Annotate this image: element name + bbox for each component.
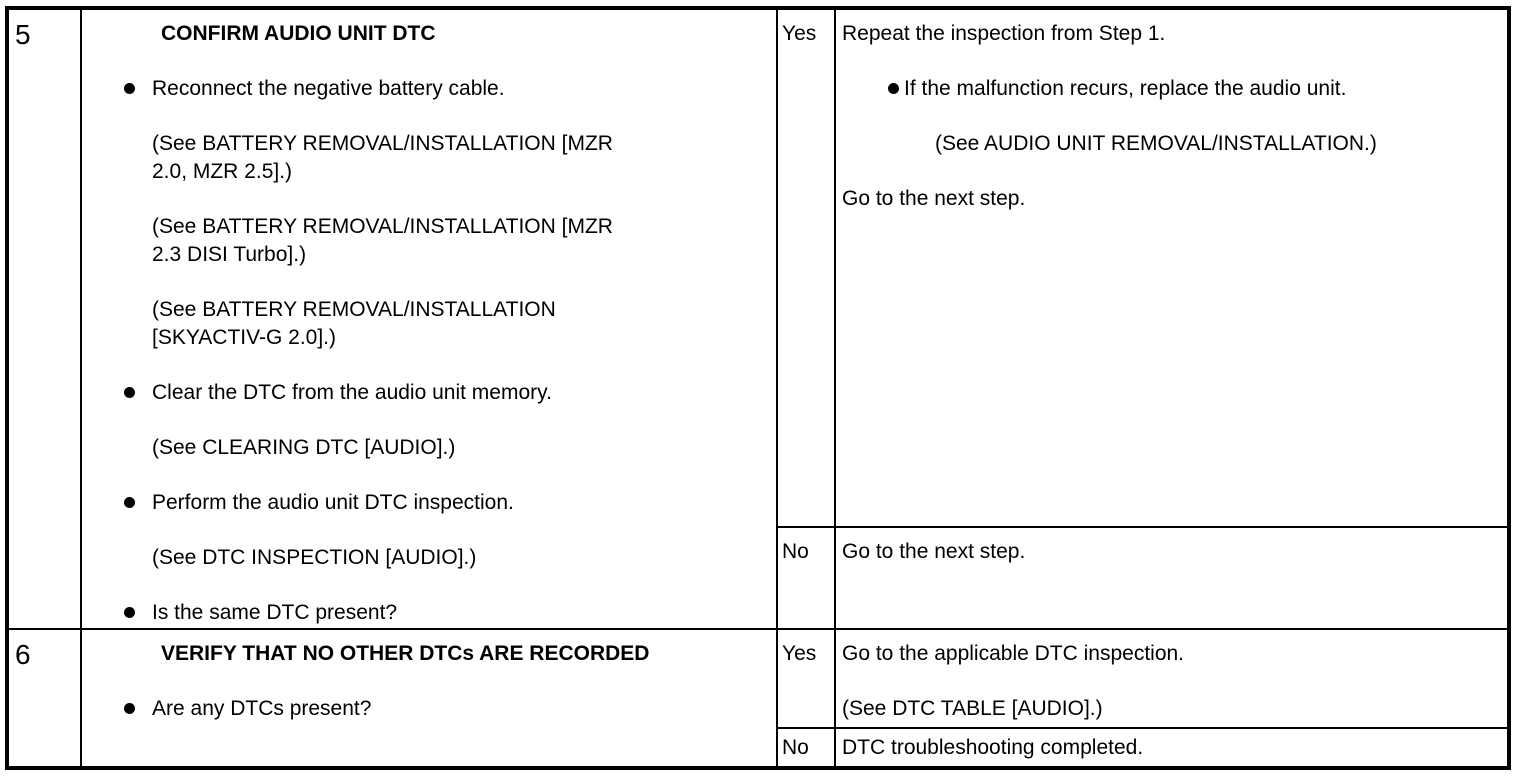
inspection-cell: CONFIRM AUDIO UNIT DTC Reconnect the neg… — [82, 10, 778, 628]
inspection-text: Clear the DTC from the audio unit memory… — [152, 381, 552, 404]
dtc-troubleshooting-table: 5 CONFIRM AUDIO UNIT DTC Reconnect the n… — [5, 6, 1511, 770]
inspection-bullet-item: Are any DTCs present? — [82, 695, 776, 723]
see-ref-line: [SKYACTIV-G 2.0].) — [152, 326, 336, 349]
see-ref-line: (See AUDIO UNIT REMOVAL/INSTALLATION.) — [935, 132, 1377, 155]
step-number: 5 — [9, 10, 82, 628]
step-number: 6 — [9, 630, 82, 766]
inspection-text: Reconnect the negative battery cable. — [152, 77, 505, 100]
inspection-cell: VERIFY THAT NO OTHER DTCs ARE RECORDED A… — [82, 630, 778, 766]
see-ref-line: (See BATTERY REMOVAL/INSTALLATION [MZR — [152, 215, 613, 238]
bullet-icon — [124, 703, 135, 714]
table-row-step-6: 6 VERIFY THAT NO OTHER DTCs ARE RECORDED… — [9, 628, 1507, 766]
action-line: Go to the next step. — [842, 187, 1026, 210]
see-ref-line: (See BATTERY REMOVAL/INSTALLATION [MZR — [152, 132, 613, 155]
bullet-icon — [124, 497, 135, 508]
inspection-heading: VERIFY THAT NO OTHER DTCs ARE RECORDED — [161, 642, 650, 665]
inspection-see-ref: (See BATTERY REMOVAL/INSTALLATION [SKYAC… — [82, 296, 776, 352]
inspection-see-ref: (See CLEARING DTC [AUDIO].) — [82, 434, 776, 462]
inspection-bullet-item: Perform the audio unit DTC inspection. — [82, 489, 776, 517]
bullet-icon — [124, 387, 135, 398]
action-line: Go to the applicable DTC inspection. — [842, 642, 1185, 665]
action-line: If the malfunction recurs, replace the a… — [904, 77, 1347, 100]
inspection-bullet-item: Reconnect the negative battery cable. — [82, 75, 776, 103]
inspection-text: Are any DTCs present? — [152, 697, 372, 720]
action-line: Go to the next step. — [842, 540, 1026, 563]
bullet-icon — [124, 83, 135, 94]
inspection-heading: CONFIRM AUDIO UNIT DTC — [161, 22, 436, 45]
action-line: Repeat the inspection from Step 1. — [842, 22, 1166, 45]
inspection-see-ref: (See BATTERY REMOVAL/INSTALLATION [MZR 2… — [82, 213, 776, 269]
action-cell: Go to the applicable DTC inspection. (Se… — [836, 630, 1507, 727]
answer-label: Yes — [778, 630, 836, 727]
answer-label: No — [778, 528, 836, 628]
action-text: DTC troubleshooting completed. — [842, 734, 1507, 762]
action-text: Go to the next step. — [842, 185, 1507, 213]
inspection-bullet-item: Clear the DTC from the audio unit memory… — [82, 379, 776, 407]
see-ref-line: (See BATTERY REMOVAL/INSTALLATION — [152, 298, 556, 321]
action-bullet-item: If the malfunction recurs, replace the a… — [842, 75, 1507, 103]
bullet-icon — [888, 83, 899, 94]
action-text: Repeat the inspection from Step 1. — [842, 20, 1507, 48]
action-line: DTC troubleshooting completed. — [842, 736, 1144, 759]
result-row-no: No Go to the next step. — [778, 526, 1507, 628]
action-cell: Go to the next step. — [836, 528, 1507, 628]
result-row-yes: Yes Repeat the inspection from Step 1. I… — [778, 10, 1507, 526]
inspection-bullet-item: Is the same DTC present? — [82, 599, 776, 627]
answer-label: No — [778, 729, 836, 766]
bullet-icon — [124, 607, 135, 618]
see-ref-line: (See DTC INSPECTION [AUDIO].) — [152, 546, 477, 569]
answer-label: Yes — [778, 10, 836, 526]
see-ref-line: 2.0, MZR 2.5].) — [152, 160, 293, 183]
action-text: Go to the next step. — [842, 538, 1507, 566]
action-see-ref: (See DTC TABLE [AUDIO].) — [842, 695, 1507, 723]
see-ref-line: (See CLEARING DTC [AUDIO].) — [152, 436, 456, 459]
inspection-text: Is the same DTC present? — [152, 601, 398, 624]
action-see-ref: (See AUDIO UNIT REMOVAL/INSTALLATION.) — [842, 130, 1507, 158]
see-ref-line: (See DTC TABLE [AUDIO].) — [842, 697, 1103, 720]
table-row-step-5: 5 CONFIRM AUDIO UNIT DTC Reconnect the n… — [9, 10, 1507, 628]
action-text: Go to the applicable DTC inspection. — [842, 640, 1507, 668]
inspection-see-ref: (See BATTERY REMOVAL/INSTALLATION [MZR 2… — [82, 130, 776, 186]
result-column: Yes Go to the applicable DTC inspection.… — [778, 630, 1507, 766]
action-cell: Repeat the inspection from Step 1. If th… — [836, 10, 1507, 526]
result-row-yes: Yes Go to the applicable DTC inspection.… — [778, 630, 1507, 727]
result-column: Yes Repeat the inspection from Step 1. I… — [778, 10, 1507, 628]
inspection-see-ref: (See DTC INSPECTION [AUDIO].) — [82, 544, 776, 572]
action-cell: DTC troubleshooting completed. — [836, 729, 1507, 766]
inspection-text: Perform the audio unit DTC inspection. — [152, 491, 514, 514]
see-ref-line: 2.3 DISI Turbo].) — [152, 243, 307, 266]
result-row-no: No DTC troubleshooting completed. — [778, 727, 1507, 766]
